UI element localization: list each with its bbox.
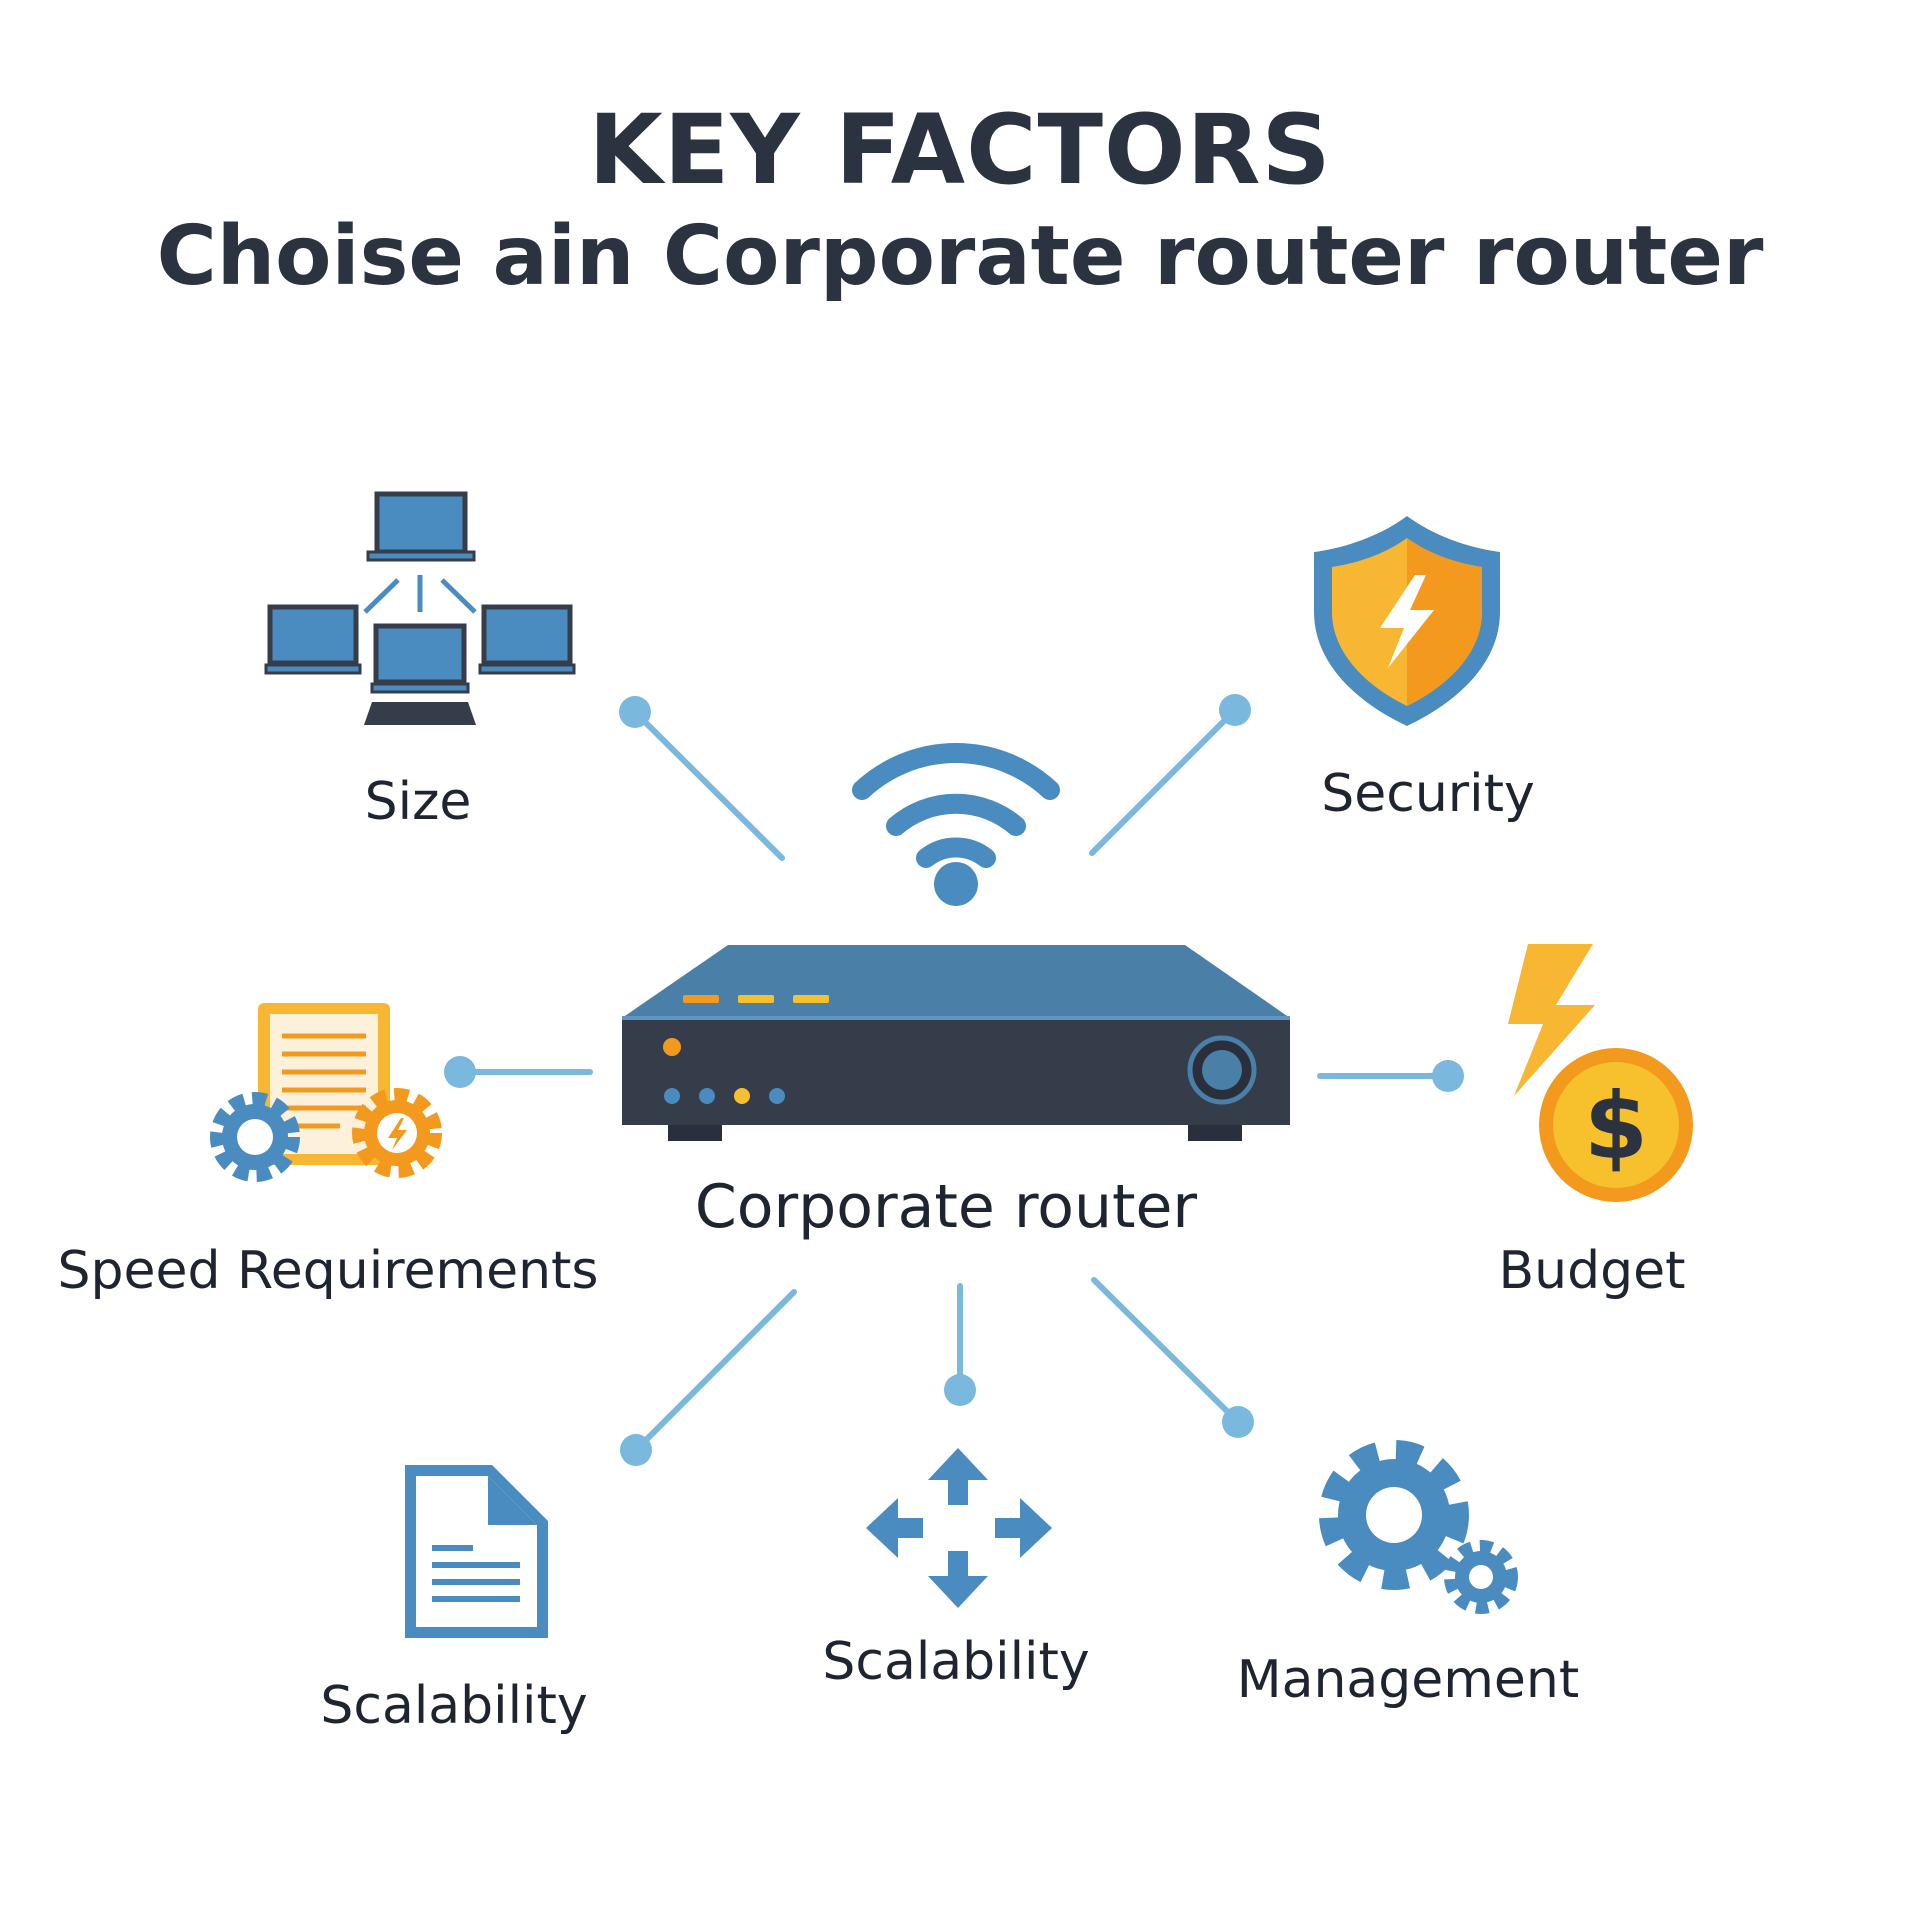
connector-scalability-arrows [944,1283,976,1406]
label-scalability-doc: Scalability [320,1676,588,1736]
gear-blue-icon [210,1092,300,1182]
svg-text:$: $ [1584,1073,1648,1180]
connector-security [1089,694,1251,856]
dollar-coin-lightning-icon: $ [1508,944,1693,1202]
label-management: Management [1236,1650,1580,1710]
connector-management [1091,1277,1254,1438]
connector-lines [444,694,1464,1466]
title-block: KEY FACTORS Choise ain Corporate router … [0,95,1920,307]
gear-orange-icon [352,1088,442,1178]
gear-large-icon [1319,1440,1469,1590]
label-corporate-router: Corporate router [694,1172,1198,1242]
shield-lightning-icon [1314,516,1500,726]
router-icon [622,945,1290,1141]
document-icon [405,1465,548,1638]
gears-icon [1319,1440,1518,1614]
page-title: KEY FACTORS [588,94,1332,206]
monitor-right [478,604,576,675]
connector-budget [1317,1060,1464,1092]
connector-scalability-doc [620,1289,797,1466]
connector-size [619,696,785,861]
label-speed-requirements: Speed Requirements [57,1241,599,1301]
label-budget: Budget [1498,1241,1686,1301]
monitor-top [366,491,476,562]
gear-small-icon [1444,1540,1518,1614]
label-scalability-arrows: Scalability [822,1632,1090,1692]
label-security: Security [1321,764,1535,824]
connector-speed [444,1056,593,1088]
monitor-left [264,604,362,675]
computer-network-icon [264,491,576,725]
wifi-icon [852,743,1060,906]
move-arrows-icon [866,1448,1052,1608]
label-size: Size [364,772,472,832]
document-gears-icon [210,1003,442,1182]
page-subtitle: Choise ain Corporate router router [156,209,1764,304]
monitor-middle [364,623,476,725]
